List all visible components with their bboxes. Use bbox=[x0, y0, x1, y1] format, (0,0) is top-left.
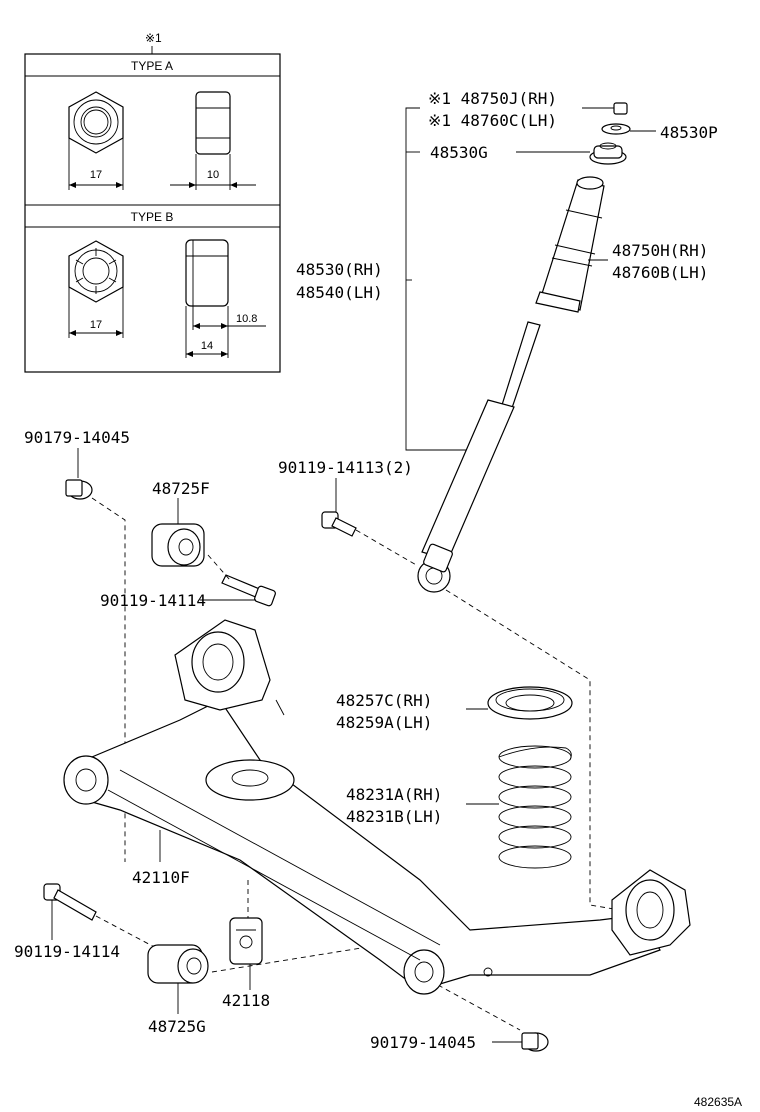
top-nut bbox=[613, 102, 628, 115]
label-48725F: 48725F bbox=[152, 479, 210, 498]
front-bushing-48725F bbox=[151, 498, 205, 567]
type-b-height-dim: 10.8 bbox=[236, 313, 257, 325]
type-a-width-dim: 17 bbox=[90, 169, 102, 181]
type-b-nut-front: 17 bbox=[68, 240, 124, 338]
label-48750H: 48750H(RH) bbox=[612, 241, 708, 260]
label-42118: 42118 bbox=[222, 991, 270, 1010]
label-48540: 48540(LH) bbox=[296, 283, 383, 302]
bottom-flange-nut bbox=[492, 1032, 549, 1052]
rear-bushing-bolt bbox=[43, 883, 97, 940]
label-48231B: 48231B(LH) bbox=[346, 807, 442, 826]
part-labels: ※1 48750J(RH) ※1 48760C(LH) 48530P 48530… bbox=[14, 89, 742, 1109]
nut-types-inset: ※1 TYPE A TYPE B 17 bbox=[24, 31, 281, 373]
coil-spring bbox=[466, 745, 572, 869]
label-90119-top: 90119-14114 bbox=[100, 591, 206, 610]
shock-dust-boot bbox=[535, 176, 605, 313]
type-a-height-dim: 10 bbox=[207, 169, 219, 181]
label-48530G: 48530G bbox=[430, 143, 488, 162]
type-b-width-dim: 17 bbox=[90, 319, 102, 331]
label-48760C: ※1 48760C(LH) bbox=[428, 111, 557, 130]
bump-stopper-42118 bbox=[229, 917, 263, 990]
rear-axle-beam bbox=[63, 619, 691, 995]
shock-lower-bolt bbox=[321, 478, 357, 537]
label-48231A: 48231A(RH) bbox=[346, 785, 442, 804]
top-left-flange-nut bbox=[65, 448, 93, 500]
label-90179-top: 90179-14045 bbox=[24, 428, 130, 447]
type-a-nut-side: 10 bbox=[170, 91, 256, 190]
diagram-reference-code: 482635A bbox=[694, 1095, 742, 1109]
label-48760B: 48760B(LH) bbox=[612, 263, 708, 282]
label-48530: 48530(RH) bbox=[296, 260, 383, 279]
inset-note-mark: ※1 bbox=[145, 31, 162, 45]
top-washer bbox=[601, 123, 631, 135]
type-a-nut-front: 17 bbox=[68, 91, 124, 190]
shock-absorber-body bbox=[417, 321, 541, 593]
label-42110F: 42110F bbox=[132, 868, 190, 887]
label-48259A: 48259A(LH) bbox=[336, 713, 432, 732]
label-48257C: 48257C(RH) bbox=[336, 691, 432, 710]
upper-mount-cushion bbox=[589, 142, 627, 165]
spring-upper-seat bbox=[466, 686, 573, 720]
label-90119-14113: 90119-14113(2) bbox=[278, 458, 413, 477]
front-bushing-bolt bbox=[200, 574, 276, 607]
type-a-title: TYPE A bbox=[131, 59, 173, 73]
label-48725G: 48725G bbox=[148, 1017, 206, 1036]
shock-absorber-assembly bbox=[405, 102, 656, 593]
type-b-total-dim: 14 bbox=[201, 340, 213, 352]
label-48530P: 48530P bbox=[660, 123, 718, 142]
label-90119-bottom: 90119-14114 bbox=[14, 942, 120, 961]
type-b-nut-side: 10.8 14 bbox=[185, 239, 266, 358]
label-90179-bottom: 90179-14045 bbox=[370, 1033, 476, 1052]
type-b-title: TYPE B bbox=[131, 210, 174, 224]
rear-bushing-48725G bbox=[147, 944, 209, 1014]
label-48750J: ※1 48750J(RH) bbox=[428, 89, 557, 108]
